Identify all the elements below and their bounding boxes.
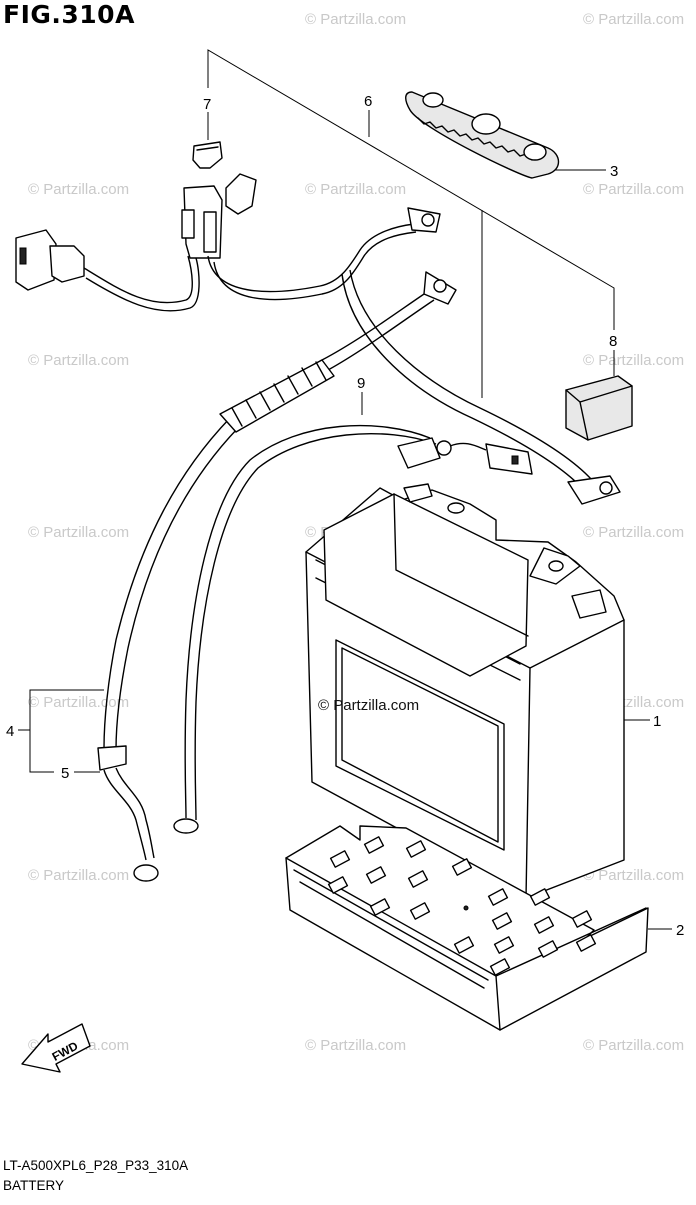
battery-part-1: © Partzilla.com [305, 483, 625, 899]
watermark: © Partzilla.com [28, 694, 129, 711]
callout-3: 3 [610, 163, 618, 180]
watermark: © Partzilla.com [583, 1037, 684, 1054]
callout-7: 7 [203, 96, 211, 113]
callout-9: 9 [357, 375, 365, 392]
terminal-cap-part-8 [565, 375, 633, 441]
callout-4: 4 [6, 723, 14, 740]
callout-5: 5 [61, 765, 69, 782]
watermark: © Partzilla.com [305, 11, 406, 28]
bracket-4 [29, 689, 104, 773]
watermark: © Partzilla.com [583, 867, 684, 884]
bracket-7-8-leader [207, 49, 615, 330]
figure-code: LT-A500XPL6_P28_P33_310A [3, 1158, 189, 1173]
watermark: © Partzilla.com [28, 524, 129, 541]
battery-tray-part-2 [285, 825, 649, 1031]
watermark: © Partzilla.com [583, 352, 684, 369]
leader-lines [18, 49, 672, 930]
tray-slots [327, 836, 597, 976]
callout-labels: 1 2 3 4 5 6 7 8 9 [6, 93, 684, 939]
callout-1: 1 [653, 713, 661, 730]
watermark: © Partzilla.com [583, 11, 684, 28]
watermark: © Partzilla.com [305, 1037, 406, 1054]
callout-2: 2 [676, 922, 684, 939]
lead-wire-part-9 [173, 424, 533, 834]
wire-harness-part-6 [15, 207, 621, 751]
watermark: © Partzilla.com [28, 352, 129, 369]
callout-6: 6 [364, 93, 372, 110]
watermark: © Partzilla.com [28, 867, 129, 884]
figure-title: FIG.310A [3, 0, 135, 29]
watermark: © Partzilla.com [28, 181, 129, 198]
battery-strap-part-3 [405, 91, 560, 179]
watermark: © Partzilla.com [583, 524, 684, 541]
watermark: © Partzilla.com [305, 181, 406, 198]
watermark: © Partzilla.com [318, 697, 419, 714]
fuse-part-7 [181, 141, 257, 259]
watermark: © Partzilla.com [583, 181, 684, 198]
cable-end-parts-4-5 [97, 745, 159, 882]
callout-8: 8 [609, 333, 617, 350]
figure-name: BATTERY [3, 1178, 65, 1193]
